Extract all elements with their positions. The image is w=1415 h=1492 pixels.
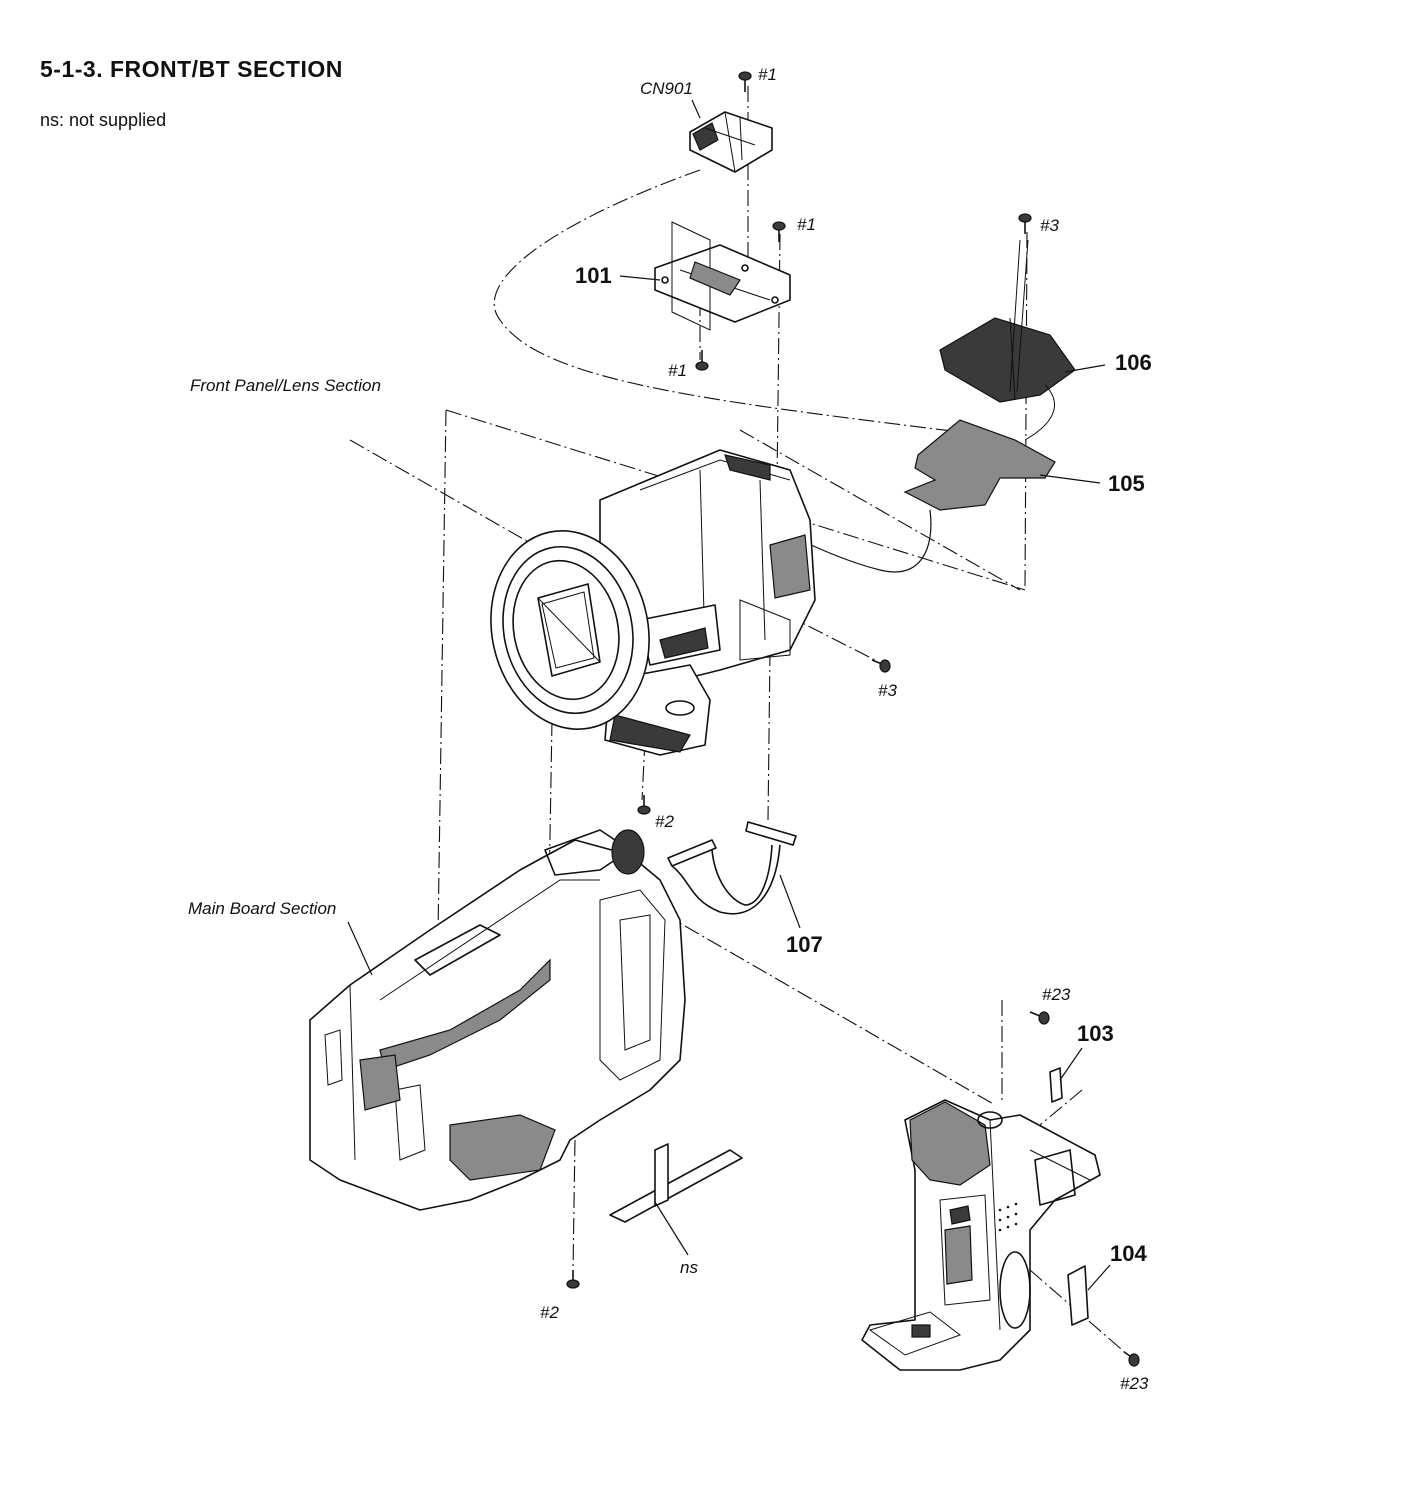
label-part-101: 101 (575, 263, 612, 288)
label-ns: ns (680, 1258, 698, 1277)
label-screw-3-lens: #3 (878, 681, 897, 700)
bt-assembly (861, 1099, 1101, 1371)
label-part-105: 105 (1108, 471, 1145, 496)
supply-note: ns: not supplied (40, 110, 167, 130)
label-screw-3-top: #3 (1040, 216, 1059, 235)
screw-3-top (1018, 213, 1032, 234)
label-screw-1-low: #1 (668, 361, 687, 380)
part-106-board (939, 239, 1076, 403)
label-front-panel-lens: Front Panel/Lens Section (190, 376, 381, 395)
leader-lines (347, 99, 1111, 1291)
screw-2-lens (637, 795, 651, 815)
label-screw-23-bottom: #23 (1120, 1374, 1149, 1393)
screw-2-bottom (566, 1270, 580, 1289)
screw-1-top (738, 71, 752, 92)
part-103-plate (1049, 1067, 1063, 1103)
screw-23-bottom (1123, 1351, 1140, 1367)
label-screw-2-bottom: #2 (540, 1303, 559, 1322)
screw-1-mid (772, 221, 786, 242)
label-screw-1-mid: #1 (797, 215, 816, 234)
label-cn901: CN901 (640, 79, 693, 98)
screw-3-lens (871, 659, 891, 673)
cn901-connector (689, 111, 773, 173)
label-part-103: 103 (1077, 1021, 1114, 1046)
screw-23-top (1029, 1011, 1050, 1025)
label-part-107: 107 (786, 932, 823, 957)
label-screw-2-lens: #2 (655, 812, 674, 831)
label-part-104: 104 (1110, 1241, 1147, 1266)
label-main-board: Main Board Section (188, 899, 336, 918)
labels: CN901 #1 #1 #1 #3 #3 #2 #2 #23 #23 101 1… (188, 65, 1152, 1393)
part-105-flex (779, 384, 1056, 573)
bt-vent-dots (998, 1202, 1018, 1232)
lens-assembly (490, 449, 816, 756)
screw-1-low (695, 350, 709, 371)
label-screw-23-top: #23 (1042, 985, 1071, 1004)
label-screw-1-top: #1 (758, 65, 777, 84)
screws (566, 71, 1140, 1367)
part-107-cable (667, 821, 797, 915)
ns-plate (609, 1143, 743, 1223)
main-body (309, 829, 686, 1211)
part-101-bracket (654, 221, 791, 331)
section-title: 5-1-3. FRONT/BT SECTION (40, 56, 343, 82)
label-part-106: 106 (1115, 350, 1152, 375)
part-104-cover (1067, 1265, 1089, 1326)
